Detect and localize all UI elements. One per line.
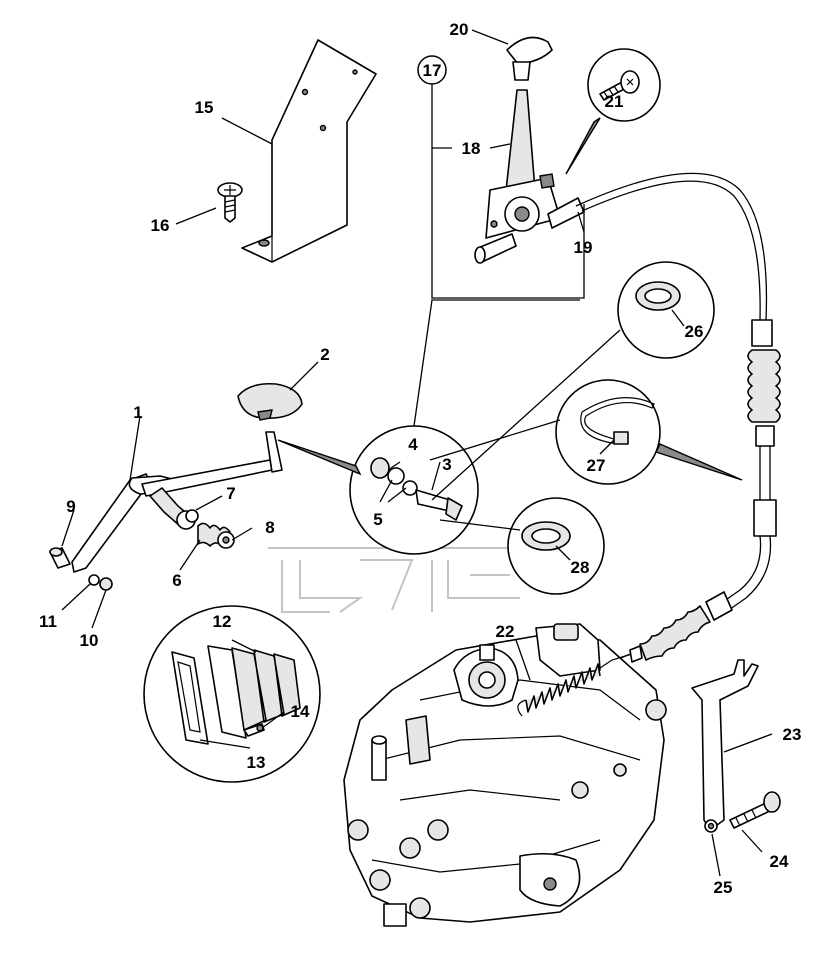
callout-27: 27 — [587, 456, 606, 475]
callout-12: 12 — [213, 612, 232, 631]
bracket-screw — [217, 182, 243, 223]
callout-23: 23 — [783, 725, 802, 744]
cable-bracket — [691, 659, 759, 833]
pivot-pin — [49, 547, 113, 591]
throttle-cable — [575, 172, 781, 665]
callout-21: 21 — [605, 92, 624, 111]
callout-19: 19 — [574, 238, 593, 257]
watermark-logo — [268, 547, 520, 613]
speed-lever — [71, 431, 283, 573]
callout-15: 15 — [195, 98, 214, 117]
callout-10: 10 — [80, 631, 99, 650]
return-spring — [517, 645, 643, 717]
hand-throttle-lever — [474, 36, 585, 264]
callout-28: 28 — [571, 558, 590, 577]
callout-18: 18 — [462, 139, 481, 158]
callout-16: 16 — [151, 216, 170, 235]
callout-3: 3 — [442, 455, 451, 474]
callout-25: 25 — [714, 878, 733, 897]
callout-13: 13 — [247, 753, 266, 772]
injection-pump — [343, 623, 667, 927]
callout-26: 26 — [685, 322, 704, 341]
callout-6: 6 — [172, 571, 181, 590]
callout-1: 1 — [133, 403, 142, 422]
callout-17-ring — [417, 55, 447, 85]
lever-knob — [237, 382, 303, 421]
callout-5: 5 — [373, 510, 382, 529]
bolt-detail-circle — [277, 425, 479, 555]
bracket-bolt — [729, 791, 781, 829]
callout-14: 14 — [291, 702, 310, 721]
cable-tie-detail-27 — [555, 379, 743, 485]
mounting-bracket — [241, 39, 377, 263]
callout-2: 2 — [320, 345, 329, 364]
callout-11: 11 — [39, 612, 57, 631]
grommet-detail-26 — [617, 261, 715, 359]
callout-8: 8 — [265, 518, 274, 537]
callout-24: 24 — [770, 852, 789, 871]
lever-screw-detail — [565, 48, 661, 175]
callout-7: 7 — [226, 484, 235, 503]
leader-lines — [61, 29, 773, 877]
spring-washer-group — [185, 509, 235, 549]
callout-20: 20 — [450, 20, 469, 39]
callout-22: 22 — [496, 622, 515, 641]
gasket-boot-detail — [143, 605, 321, 783]
callout-17: 17 — [423, 61, 442, 80]
callout-4: 4 — [408, 435, 418, 454]
callout-9: 9 — [66, 497, 75, 516]
callout-labels: 1 2 3 4 5 6 7 8 9 10 11 12 13 14 15 16 1… — [39, 20, 801, 897]
